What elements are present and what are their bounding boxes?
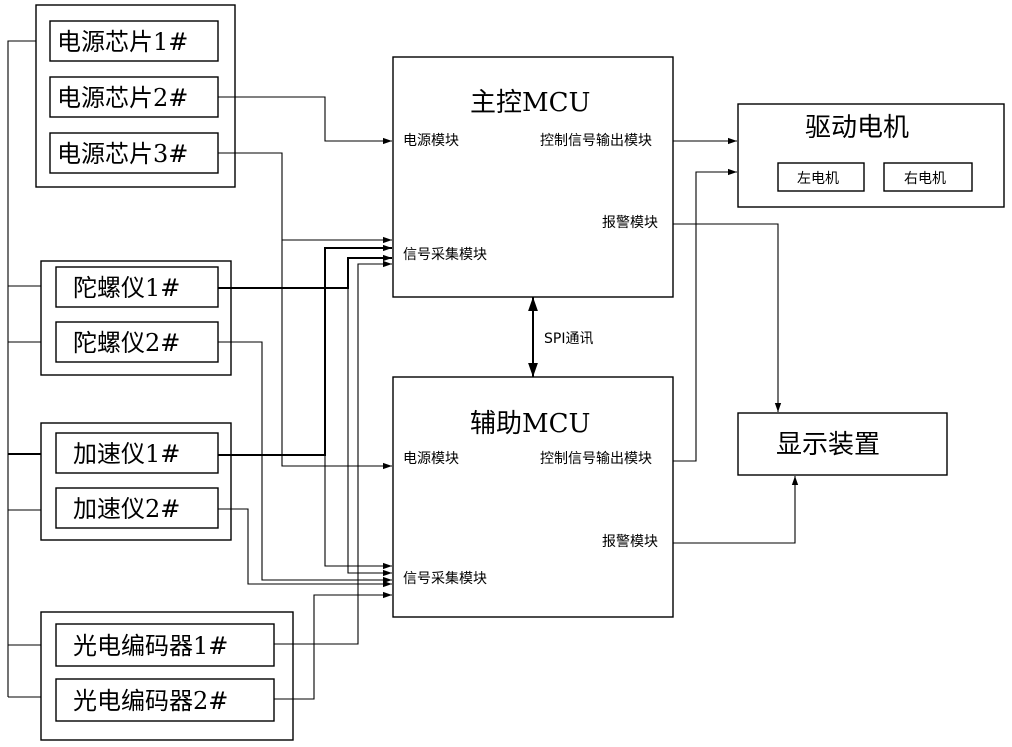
right-motor-label: 右电机 (904, 171, 946, 187)
gyro-2: 陀螺仪2# (55, 321, 219, 363)
accel-1-label: 加速仪1# (73, 440, 180, 468)
aux-mcu-signal-acq: 信号采集模块 (403, 570, 487, 587)
display-device-label: 显示装置 (776, 430, 880, 460)
gyro-1-label: 陀螺仪1# (73, 274, 180, 302)
display-device: 显示装置 (737, 412, 948, 476)
gyro-2-label: 陀螺仪2# (73, 329, 180, 357)
drive-motor: 驱动电机 左电机 右电机 (737, 103, 1005, 208)
spi-label: SPI通讯 (544, 331, 593, 347)
left-motor-label: 左电机 (797, 171, 839, 187)
wire-accel2-aux (218, 508, 392, 588)
encoder-1: 光电编码器1# (55, 623, 275, 667)
power-chip-1: 电源芯片1# (49, 20, 219, 62)
power-chip-1-label: 电源芯片1# (57, 28, 188, 56)
encoder-1-label: 光电编码器1# (73, 632, 228, 660)
wire-gyro1-aux (347, 288, 392, 577)
encoder-2-label: 光电编码器2# (73, 687, 228, 715)
right-motor-box (883, 162, 973, 192)
main-mcu-control-output: 控制信号输出模块 (540, 133, 652, 149)
encoder-2: 光电编码器2# (55, 678, 275, 722)
power-chip-2-label: 电源芯片2# (57, 84, 188, 112)
accel-2-label: 加速仪2# (73, 495, 180, 523)
accel-1: 加速仪1# (55, 432, 219, 474)
power-chip-2: 电源芯片2# (49, 76, 219, 118)
left-motor-box (777, 162, 865, 192)
wire-accel1-aux (324, 455, 392, 570)
main-mcu: 主控MCU 电源模块 控制信号输出模块 报警模块 信号采集模块 (392, 56, 674, 298)
wire-encoder2-aux (274, 591, 392, 700)
main-mcu-title: 主控MCU (470, 88, 590, 118)
wire-encoder1-main (274, 260, 392, 645)
wire-main-alarm-display (673, 223, 782, 412)
wire-aux-alarm-display (673, 476, 799, 544)
aux-mcu-power-module: 电源模块 (403, 451, 459, 467)
wire-gyro2-aux (218, 341, 392, 584)
wire-chip3-aux-power (218, 152, 392, 470)
aux-mcu-control-output: 控制信号输出模块 (540, 451, 652, 467)
aux-mcu-title: 辅助MCU (470, 409, 590, 439)
main-mcu-signal-acq: 信号采集模块 (403, 246, 487, 263)
main-mcu-power-module: 电源模块 (403, 133, 459, 149)
wire-gyro1-main (218, 254, 392, 289)
wire-aux-to-motor (673, 168, 737, 462)
main-mcu-alarm: 报警模块 (602, 215, 658, 231)
aux-mcu: 辅助MCU 电源模块 控制信号输出模块 报警模块 信号采集模块 (392, 376, 674, 618)
wire-chip2-main-power (218, 96, 392, 145)
gyro-1: 陀螺仪1# (55, 266, 219, 308)
power-chip-3-label: 电源芯片3# (57, 140, 188, 168)
accel-2: 加速仪2# (55, 487, 219, 529)
power-chip-3: 电源芯片3# (49, 132, 219, 174)
aux-mcu-alarm: 报警模块 (602, 534, 658, 550)
drive-motor-title: 驱动电机 (805, 113, 909, 143)
wire-accel1-main (218, 244, 392, 456)
